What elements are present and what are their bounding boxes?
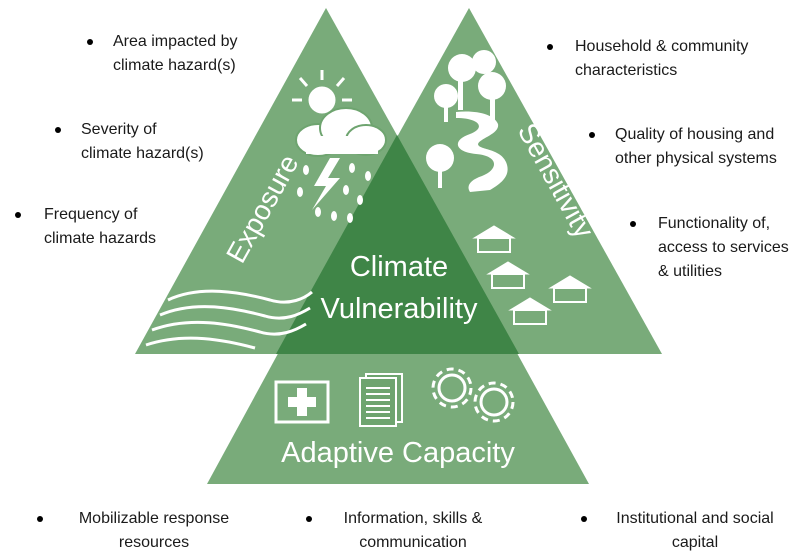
houses-icon (472, 225, 592, 325)
bullet-line: Information, skills & (343, 510, 483, 527)
bullet-dot (581, 516, 587, 522)
bullet-dot (15, 212, 21, 218)
center-label-line2: Vulnerability (321, 293, 478, 325)
adaptive-bullet-3: Institutional and social capital (600, 507, 790, 555)
exposure-bullet-2: Severity of climate hazard(s) (81, 118, 204, 166)
adaptive-bullet-1: Mobilizable response resources (64, 507, 244, 555)
adaptive-capacity-label: Adaptive Capacity (281, 437, 515, 469)
bullet-dot (87, 39, 93, 45)
gears-icon (431, 367, 515, 423)
bullet-dot (589, 132, 595, 138)
trees-icon (426, 50, 506, 188)
lightning-bolt-icon (312, 158, 340, 210)
center-overlap (276, 135, 519, 354)
bullet-line: & utilities (658, 263, 723, 280)
bullet-dot (547, 44, 553, 50)
bullet-line: communication (359, 534, 467, 551)
bullet-line: climate hazard(s) (113, 57, 236, 74)
bullet-line: resources (118, 534, 190, 551)
bullet-line: Functionality of, (658, 215, 771, 232)
sun-icon (292, 70, 352, 114)
bullet-line: Household & community (575, 38, 749, 55)
bullet-line: Mobilizable response (78, 510, 230, 527)
bullet-line: Severity of (81, 121, 157, 138)
adaptive-bullet-2: Information, skills & communication (328, 507, 498, 555)
sensitivity-bullet-2: Quality of housing and other physical sy… (615, 123, 777, 171)
bullet-line: other physical systems (615, 150, 777, 167)
sensitivity-bullet-3: Functionality of, access to services & u… (658, 212, 789, 284)
waves-icon (145, 289, 313, 350)
bullet-dot (37, 516, 43, 522)
bullet-line: Frequency of (44, 206, 138, 223)
bullet-line: characteristics (575, 62, 678, 79)
bullet-line: climate hazards (44, 230, 157, 247)
bullet-dot (630, 221, 636, 227)
document-icon (359, 373, 403, 427)
exposure-bullet-3: Frequency of climate hazards (44, 203, 156, 251)
first-aid-icon (274, 380, 330, 424)
bullet-line: climate hazard(s) (81, 145, 204, 162)
storm-cloud-icon (295, 107, 387, 157)
bullet-line: access to services (658, 239, 789, 256)
bullet-line: Institutional and social (616, 510, 774, 527)
bullet-line: Area impacted by (113, 33, 238, 50)
rain-drops (297, 163, 371, 223)
center-label-line1: Climate (350, 251, 448, 283)
bullet-dot (55, 127, 61, 133)
bullet-line: Quality of housing and (615, 126, 775, 143)
river-icon (456, 111, 508, 192)
bullet-dot (306, 516, 312, 522)
bullet-line: capital (671, 534, 719, 551)
sensitivity-bullet-1: Household & community characteristics (575, 35, 748, 83)
exposure-bullet-1: Area impacted by climate hazard(s) (113, 30, 238, 78)
